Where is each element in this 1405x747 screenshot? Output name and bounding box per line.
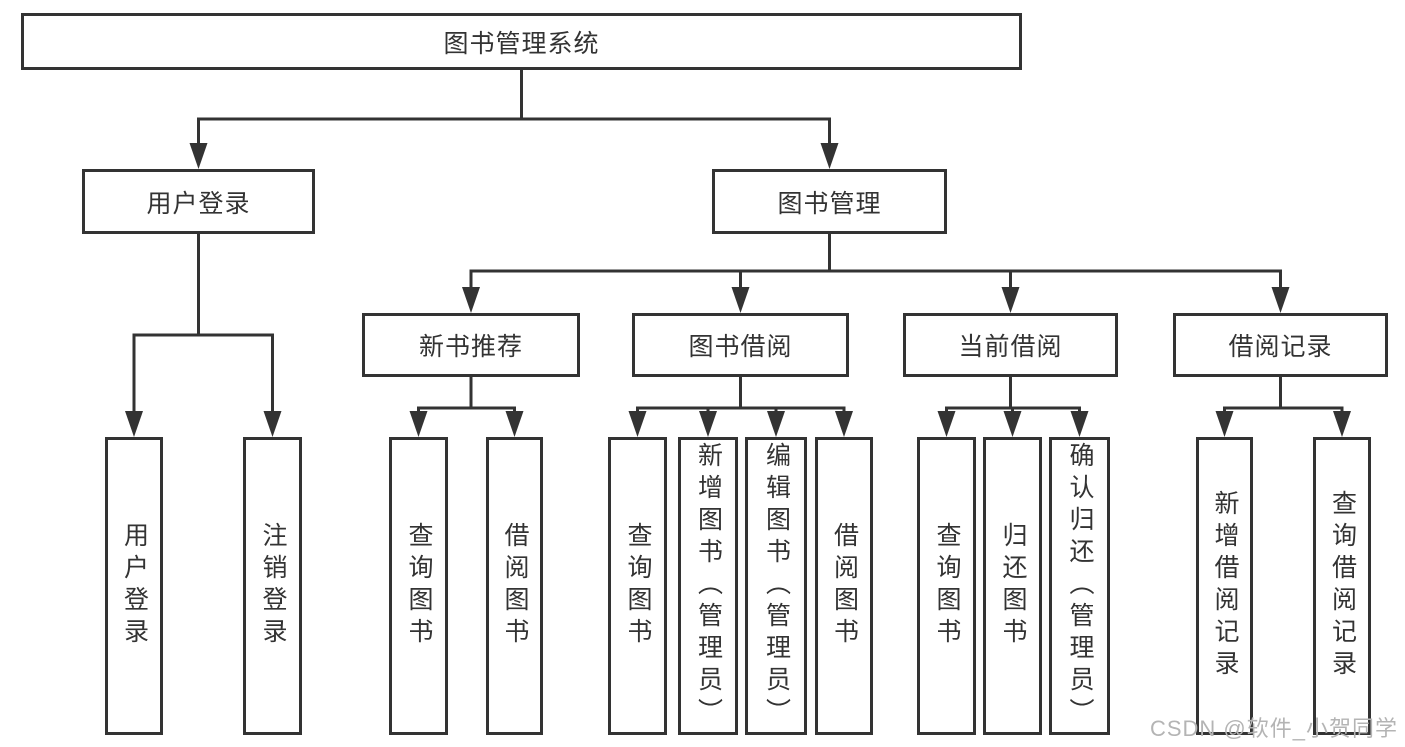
leaf-edit-book-admin-label: 编辑图书（管理员） bbox=[762, 442, 791, 730]
node-current-borrow: 当前借阅 bbox=[903, 313, 1118, 377]
leaf-query-borrow-record: 查询借阅记录 bbox=[1313, 437, 1371, 735]
node-current-borrow-label: 当前借阅 bbox=[958, 333, 1063, 361]
leaf-return-book-label: 归还图书 bbox=[999, 522, 1027, 650]
leaf-confirm-return-admin: 确认归还（管理员） bbox=[1049, 437, 1110, 735]
leaf-return-book: 归还图书 bbox=[983, 437, 1042, 735]
node-book-management: 图书管理 bbox=[712, 169, 947, 234]
leaf-logout: 注销登录 bbox=[243, 437, 302, 735]
leaf-borrow-books-1-label: 借阅图书 bbox=[501, 522, 529, 650]
leaf-add-borrow-record: 新增借阅记录 bbox=[1196, 437, 1253, 735]
node-user-login: 用户登录 bbox=[82, 169, 315, 234]
leaf-query-books-2-label: 查询图书 bbox=[624, 522, 652, 650]
leaf-add-borrow-record-label: 新增借阅记录 bbox=[1211, 490, 1239, 682]
csdn-watermark: CSDN @软件_小贺同学 bbox=[1149, 716, 1398, 741]
node-book-borrow-label: 图书借阅 bbox=[688, 333, 793, 361]
leaf-user-login: 用户登录 bbox=[105, 437, 163, 735]
node-library-management-system-label: 图书管理系统 bbox=[443, 29, 600, 58]
node-new-book-recommend: 新书推荐 bbox=[362, 313, 580, 377]
leaf-edit-book-admin: 编辑图书（管理员） bbox=[745, 437, 807, 735]
leaf-add-book-admin-label: 新增图书（管理员） bbox=[694, 442, 723, 730]
leaf-borrow-books-2-label: 借阅图书 bbox=[830, 522, 859, 650]
connector-strokes bbox=[132, 69, 1344, 413]
leaf-user-login-label: 用户登录 bbox=[120, 522, 149, 650]
leaf-logout-label: 注销登录 bbox=[259, 522, 287, 650]
node-library-management-system: 图书管理系统 bbox=[21, 13, 1022, 70]
node-borrow-records: 借阅记录 bbox=[1173, 313, 1388, 377]
node-user-login-label: 用户登录 bbox=[146, 189, 251, 218]
leaf-borrow-books-2: 借阅图书 bbox=[815, 437, 873, 735]
node-new-book-recommend-label: 新书推荐 bbox=[418, 333, 523, 361]
leaf-add-book-admin: 新增图书（管理员） bbox=[678, 437, 738, 735]
leaf-borrow-books-1: 借阅图书 bbox=[486, 437, 543, 735]
leaf-query-books-1-label: 查询图书 bbox=[405, 522, 433, 650]
node-book-borrow: 图书借阅 bbox=[632, 313, 849, 377]
node-borrow-records-label: 借阅记录 bbox=[1228, 333, 1333, 361]
leaf-query-books-2: 查询图书 bbox=[608, 437, 667, 735]
leaf-confirm-return-admin-label: 确认归还（管理员） bbox=[1066, 442, 1094, 730]
leaf-query-books-1: 查询图书 bbox=[389, 437, 448, 735]
node-book-management-label: 图书管理 bbox=[777, 189, 882, 218]
leaf-query-books-3-label: 查询图书 bbox=[933, 522, 961, 650]
leaf-query-books-3: 查询图书 bbox=[917, 437, 976, 735]
leaf-query-borrow-record-label: 查询借阅记录 bbox=[1328, 490, 1357, 682]
arrowheads bbox=[125, 143, 1351, 437]
